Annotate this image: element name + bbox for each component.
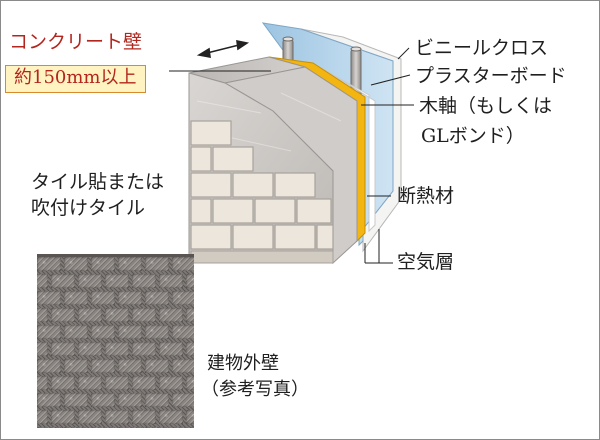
photo-tile — [172, 359, 194, 373]
photo-tile — [118, 359, 142, 373]
thickness-badge: 約150mm以上 — [5, 65, 146, 93]
photo-tile — [172, 427, 194, 428]
photo-tile — [172, 325, 194, 339]
photo-tile — [91, 393, 115, 407]
photo-tile — [91, 257, 115, 271]
plaster-board-label: プラスターボード — [415, 65, 567, 89]
photo-tile — [91, 291, 115, 305]
photo-tile — [172, 291, 194, 305]
photo-tile — [64, 393, 88, 407]
vinyl-cloth-label: ビニールクロス — [415, 37, 548, 61]
photo-tile — [186, 376, 195, 390]
photo-tile — [78, 410, 102, 424]
photo-tile — [132, 342, 156, 356]
photo-tile — [64, 427, 88, 428]
tile-label-line2: 吹付けタイル — [31, 197, 145, 221]
concrete-wall-label: コンクリート壁 — [9, 31, 142, 55]
photo-tile — [37, 308, 48, 322]
photo-caption-line2: （参考写真） — [201, 379, 309, 402]
photo-tile — [186, 410, 195, 424]
photo-tile — [118, 291, 142, 305]
photo-tile — [51, 410, 75, 424]
photo-tile — [145, 257, 169, 271]
photo-tile — [37, 291, 61, 305]
photo-tile — [37, 393, 61, 407]
photo-tile — [186, 342, 195, 356]
photo-tile — [172, 393, 194, 407]
photo-tile — [145, 325, 169, 339]
photo-tile — [159, 274, 183, 288]
photo-tile — [145, 427, 169, 428]
photo-tile — [118, 427, 142, 428]
photo-tile — [132, 376, 156, 390]
wood-axis-label-line2: GLボンド） — [421, 125, 525, 149]
photo-tile — [64, 325, 88, 339]
photo-tile — [37, 376, 48, 390]
photo-tile — [159, 342, 183, 356]
photo-tile — [105, 274, 129, 288]
photo-tile — [105, 410, 129, 424]
photo-tile — [37, 257, 61, 271]
wood-axis-label-line1: 木軸（もしくは — [419, 95, 552, 119]
photo-tile — [172, 257, 194, 271]
photo-tile — [64, 359, 88, 373]
photo-tile — [145, 359, 169, 373]
photo-tile — [37, 325, 61, 339]
photo-tile — [37, 427, 61, 428]
photo-tile — [105, 376, 129, 390]
photo-tile — [159, 376, 183, 390]
photo-tile — [145, 393, 169, 407]
photo-tile — [37, 342, 48, 356]
photo-tile — [105, 308, 129, 322]
photo-tile — [132, 410, 156, 424]
photo-tile — [78, 376, 102, 390]
insulation-label: 断熱材 — [397, 185, 454, 209]
air-layer-label: 空気層 — [397, 251, 454, 275]
photo-tile — [78, 274, 102, 288]
photo-tile — [37, 359, 61, 373]
photo-tile — [51, 274, 75, 288]
photo-tile — [118, 325, 142, 339]
photo-tile — [132, 308, 156, 322]
photo-tile — [78, 308, 102, 322]
photo-tile — [132, 274, 156, 288]
photo-tile — [105, 342, 129, 356]
photo-tile — [51, 376, 75, 390]
photo-tile — [118, 393, 142, 407]
photo-tile — [186, 274, 195, 288]
photo-tile — [118, 257, 142, 271]
photo-tile — [51, 342, 75, 356]
photo-tile — [64, 257, 88, 271]
photo-tile — [159, 308, 183, 322]
photo-tile — [37, 410, 48, 424]
photo-tile — [64, 291, 88, 305]
photo-tile — [51, 308, 75, 322]
photo-tile — [37, 274, 48, 288]
photo-tile — [78, 342, 102, 356]
photo-caption-line1: 建物外壁 — [207, 353, 279, 376]
tile-label-line1: タイル貼または — [31, 171, 164, 195]
photo-tile — [91, 325, 115, 339]
photo-tile — [145, 291, 169, 305]
photo-tile — [159, 410, 183, 424]
photo-tile — [91, 427, 115, 428]
exterior-wall-photo — [37, 254, 194, 428]
photo-tile — [186, 308, 195, 322]
photo-tile — [91, 359, 115, 373]
thickness-arrow — [199, 41, 247, 57]
